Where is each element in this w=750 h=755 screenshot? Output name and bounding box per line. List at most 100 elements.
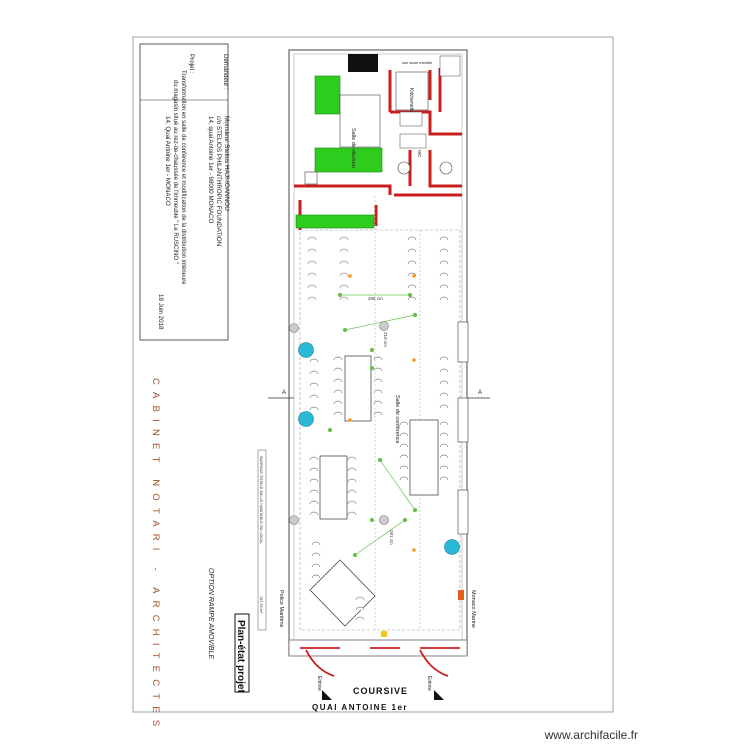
entree-label-right: Entrée [426, 676, 432, 691]
chair [339, 272, 349, 277]
chair [347, 500, 357, 505]
projet-line2: du magasin situé au rez-de-chaussée de l… [172, 80, 178, 264]
grey-columns [289, 321, 389, 525]
project-date: 18 Juin 2018 [157, 294, 164, 330]
quai-label: QUAI ANTOINE 1er [312, 703, 408, 712]
green-cabinet-1 [314, 75, 341, 115]
chair [407, 296, 417, 301]
coursive-label: COURSIVE [353, 686, 408, 696]
green-cabinet-2 [314, 147, 383, 173]
chair [439, 248, 449, 253]
chair [373, 378, 383, 383]
chair [439, 272, 449, 277]
chair [307, 284, 317, 289]
chair [333, 411, 343, 416]
chair [307, 296, 317, 301]
chair [355, 596, 365, 601]
chair [339, 260, 349, 265]
chair [309, 358, 319, 363]
chair [309, 370, 319, 375]
red-walls-entrance [300, 647, 460, 677]
chair [309, 500, 319, 505]
room-kitchenette-label: Kitchenette [408, 88, 414, 113]
chair [407, 236, 417, 241]
chair [439, 380, 449, 385]
chair [439, 368, 449, 373]
chair [309, 489, 319, 494]
projet-address: 14, Quai Antoine 1er - MONACO [164, 116, 171, 206]
chair [347, 456, 357, 461]
chair [439, 284, 449, 289]
chair [311, 541, 321, 546]
projet-label: Projet : [188, 54, 195, 74]
chair [339, 236, 349, 241]
room-conference-label: Salle de conférence [394, 395, 400, 444]
chair [309, 394, 319, 399]
projet-line1: Transformation en salle de conférence et… [180, 70, 186, 285]
chair [309, 406, 319, 411]
chair [439, 421, 449, 426]
chair [333, 356, 343, 361]
chair [407, 284, 417, 289]
chair [307, 260, 317, 265]
client-address: 14, quai Antoine 1er - 98000 MONACO [207, 116, 214, 223]
chair [373, 411, 383, 416]
chair [439, 432, 449, 437]
chair [333, 367, 343, 372]
chair [339, 248, 349, 253]
chair [439, 356, 449, 361]
chair [439, 404, 449, 409]
firm-name: CABINET NOTARI - ARCHITECTES [150, 378, 161, 733]
chair [399, 432, 409, 437]
chair [309, 467, 319, 472]
meeting-furniture [295, 75, 383, 229]
plan-option-group: OPTION RAMPE AMOVIBLE [207, 568, 214, 659]
chair [373, 367, 383, 372]
chair [439, 392, 449, 397]
room-wc-label: WC [417, 150, 422, 158]
chair [347, 478, 357, 483]
chair [307, 236, 317, 241]
kitchenette-area [395, 71, 429, 111]
demandeur-label: Demandeur : [222, 54, 229, 90]
chair [399, 421, 409, 426]
chair [309, 511, 319, 516]
chair [347, 489, 357, 494]
chair [347, 511, 357, 516]
chair [307, 272, 317, 277]
chair [373, 400, 383, 405]
title-block [139, 43, 229, 341]
cyan-columns [298, 342, 460, 555]
vue-sous-meuble-label: vue sous meuble [402, 60, 433, 65]
room-meeting-label: Salle de réunion [350, 128, 356, 168]
surface-group: SURFACE TOTALE SALLE HABITABLE DU LOCAL … [257, 449, 267, 631]
police-maritime-label: Police Maritime [278, 590, 284, 628]
wc-bowl-2 [439, 161, 453, 175]
client-name: Monsieur Stelios HAJI-IOANNOU [223, 116, 230, 211]
dimension-d3: 261 cm [389, 530, 394, 545]
chair [399, 476, 409, 481]
section-mark-left: A [282, 390, 286, 396]
section-mark-right: A [478, 390, 482, 396]
chair [407, 260, 417, 265]
chair [333, 400, 343, 405]
entree-label-left: Entrée [316, 676, 322, 691]
chair [439, 476, 449, 481]
client-org: c/o STELIOS PHILANTHROPIC FOUNDATION [215, 116, 222, 246]
chair [439, 236, 449, 241]
chair [373, 389, 383, 394]
monaco-marine-label: Monaco Marine [470, 590, 476, 628]
firm-name-group: CABINET NOTARI - ARCHITECTES [150, 378, 161, 733]
wc-bowl-1 [397, 161, 411, 175]
chair [309, 478, 319, 483]
chair [347, 467, 357, 472]
conf-table-1 [344, 355, 372, 422]
chair [439, 454, 449, 459]
dimension-lines [327, 292, 418, 558]
dimension-d2: 210 cm [383, 332, 388, 347]
title-block-text: Demandeur : Monsieur Stelios HAJI-IOANNO… [157, 54, 230, 330]
conf-table-2 [319, 455, 348, 520]
chair [309, 382, 319, 387]
